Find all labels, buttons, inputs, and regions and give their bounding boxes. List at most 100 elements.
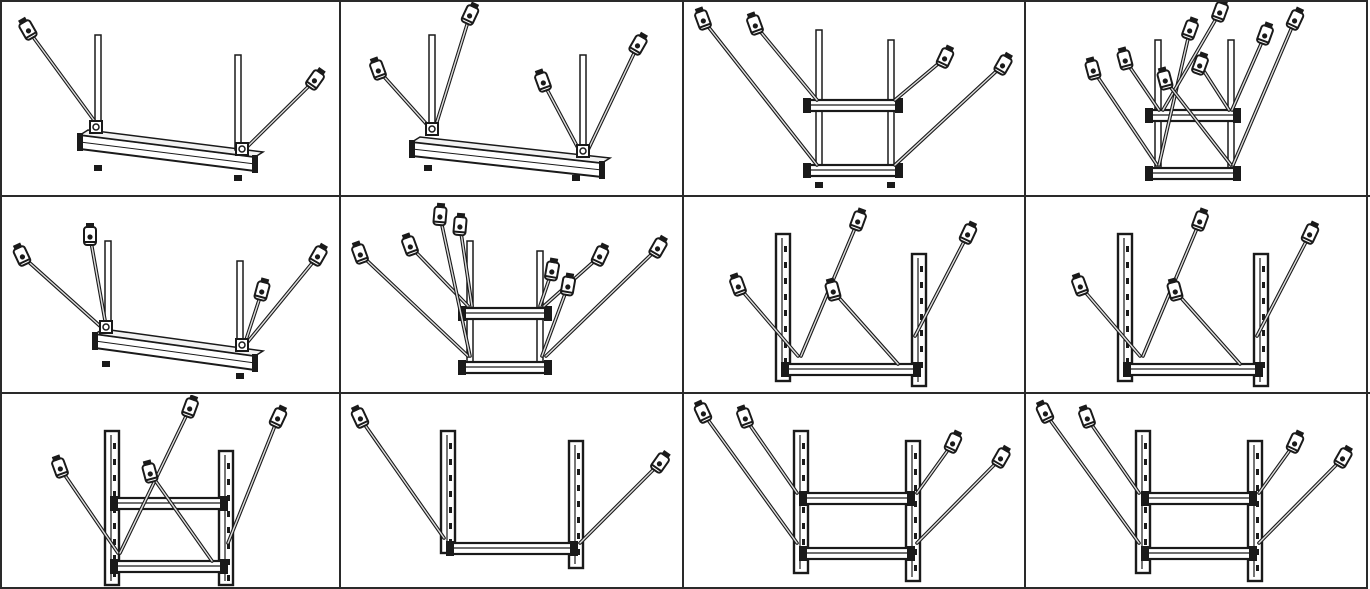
bracket-panel-2 <box>369 2 648 181</box>
strut-channel <box>77 129 266 173</box>
threaded-rod <box>1085 416 1141 495</box>
threaded-rod <box>242 78 317 152</box>
upright-channel <box>1252 252 1270 388</box>
threaded-rod <box>1198 63 1231 112</box>
upright-channel <box>439 429 457 555</box>
upright-channel <box>217 449 235 587</box>
hex-nut <box>815 182 823 188</box>
rod-connector <box>99 320 113 334</box>
threaded-rod <box>1157 28 1192 167</box>
threaded-rod <box>148 471 214 563</box>
ceiling-clamp <box>1071 272 1089 297</box>
ceiling-clamp <box>958 220 978 245</box>
horizontal-channel <box>458 306 552 321</box>
ceiling-clamp <box>401 232 419 257</box>
threaded-rod <box>1255 232 1312 338</box>
strut-channel <box>409 136 613 179</box>
horizontal-channel <box>781 362 921 377</box>
bracket-panel-9 <box>51 395 288 587</box>
hex-nut <box>887 182 895 188</box>
ceiling-clamp <box>935 44 955 69</box>
ceiling-clamp <box>1166 277 1184 302</box>
upright-channel <box>1116 232 1134 383</box>
threaded-rod <box>578 461 662 545</box>
ceiling-clamp <box>369 56 387 81</box>
bracket-panel-12 <box>1035 399 1353 583</box>
horizontal-channel <box>458 360 552 375</box>
ceiling-clamp <box>849 207 867 232</box>
ceiling-clamp <box>694 6 712 31</box>
ceiling-clamp <box>534 68 552 93</box>
threaded-rod <box>893 63 1005 167</box>
threaded-rod <box>540 284 570 358</box>
vertical-rod <box>236 260 244 347</box>
threaded-rod <box>1257 441 1297 495</box>
ceiling-clamp <box>560 272 576 297</box>
hex-nut <box>424 165 432 171</box>
threaded-rod <box>541 80 580 150</box>
threaded-rod <box>915 441 955 495</box>
bracket-panel-11 <box>693 399 1011 583</box>
ceiling-clamp <box>1285 6 1305 31</box>
threaded-rod <box>701 411 799 545</box>
ceiling-clamp <box>460 2 480 26</box>
ceiling-clamp <box>590 242 610 267</box>
bracket-panel-6 <box>351 202 668 375</box>
ceiling-clamp <box>1300 220 1320 245</box>
ceiling-clamp <box>729 272 747 297</box>
ceiling-clamp <box>824 277 842 302</box>
ceiling-clamp <box>1035 399 1055 424</box>
threaded-rod <box>226 416 280 545</box>
horizontal-channel <box>799 491 915 506</box>
threaded-rod <box>831 289 900 366</box>
threaded-rod <box>1230 33 1267 112</box>
ceiling-clamp <box>51 454 69 479</box>
upright-channel <box>774 232 792 383</box>
bracket-panel-7 <box>729 207 978 388</box>
threaded-rod <box>913 232 970 338</box>
ceiling-clamp <box>1191 207 1209 232</box>
horizontal-channel <box>799 546 915 561</box>
ceiling-clamp <box>736 404 754 429</box>
horizontal-channel <box>1145 166 1241 181</box>
strut-channel <box>92 328 266 372</box>
ceiling-clamp <box>305 67 326 91</box>
ceiling-clamp <box>1285 429 1305 454</box>
ceiling-clamp <box>993 51 1013 76</box>
ceiling-clamp <box>1116 46 1134 71</box>
horizontal-channel <box>1141 546 1257 561</box>
ceiling-clamp <box>12 242 32 267</box>
threaded-rod <box>743 416 799 495</box>
threaded-rod <box>736 284 800 358</box>
upright-channel <box>567 439 585 570</box>
threaded-rod <box>358 416 446 540</box>
threaded-rod <box>1231 18 1297 167</box>
ceiling-clamp <box>18 16 38 41</box>
vertical-rod <box>104 240 112 329</box>
ceiling-clamp <box>650 450 671 474</box>
horizontal-channel <box>446 541 578 556</box>
hex-nut <box>572 175 580 181</box>
bracket-panel-4 <box>1084 2 1305 181</box>
ceiling-clamp <box>991 444 1011 469</box>
bracket-panel-10 <box>350 404 671 570</box>
rod-connector <box>576 144 590 158</box>
rod-connector <box>235 142 249 156</box>
vertical-rod <box>234 54 242 151</box>
ceiling-clamp <box>693 399 713 424</box>
threaded-rod <box>753 23 819 102</box>
ceiling-clamp <box>1333 444 1353 469</box>
ceiling-clamp <box>452 212 468 237</box>
ceiling-clamp <box>1211 2 1229 23</box>
ceiling-clamp <box>1181 16 1199 41</box>
ceiling-clamp <box>746 11 764 36</box>
threaded-rod <box>58 466 120 555</box>
threaded-rod <box>434 13 472 127</box>
threaded-rod <box>244 254 320 346</box>
threaded-rod <box>544 246 660 358</box>
hex-nut <box>236 373 244 379</box>
upright-channel <box>910 252 928 388</box>
threaded-rod <box>88 234 108 328</box>
